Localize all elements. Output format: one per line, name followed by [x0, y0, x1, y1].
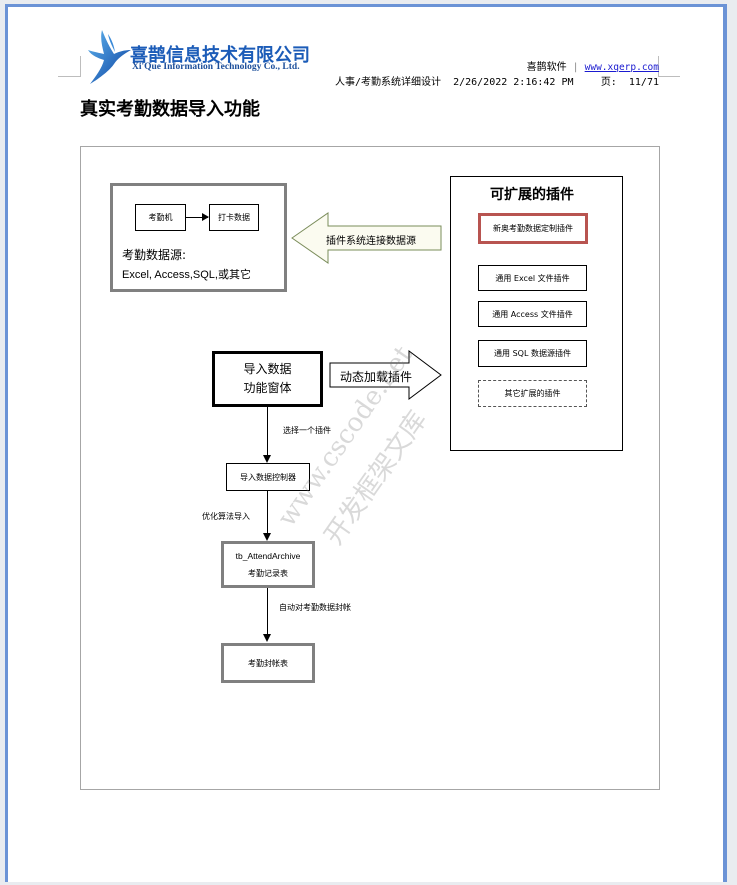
- step1-label: 选择一个插件: [283, 426, 331, 435]
- diagram-frame: [80, 146, 660, 790]
- brand-name: 喜鹊软件: [526, 62, 567, 73]
- import-form-line2: 功能窗体: [243, 381, 292, 395]
- connect-arrow: [291, 212, 442, 264]
- import-form-box: 导入数据 功能窗体: [212, 351, 323, 407]
- page-number: 11/71: [628, 77, 659, 88]
- left-block-arrow-icon: [291, 212, 442, 264]
- page-indicator: 页: 11/71: [601, 73, 659, 88]
- header-brand-line: 喜鹊软件 | www.xqerp.com: [527, 58, 659, 73]
- plugin-item-custom: 新奥考勤数据定制插件: [478, 213, 588, 244]
- load-plugin-arrow: [329, 350, 442, 400]
- archive-table-cn: 考勤记录表: [248, 568, 288, 578]
- attendance-device-box: 考勤机: [135, 204, 186, 231]
- section-title: 真实考勤数据导入功能: [80, 99, 260, 120]
- company-logo: [84, 28, 132, 86]
- arrowhead-down-icon: [263, 455, 271, 463]
- timestamp: 2/26/2022 2:16:42 PM: [453, 77, 574, 88]
- archive-table-name: tb_AttendArchive: [235, 550, 301, 561]
- crop-mark: [658, 56, 659, 77]
- plugin-item-access: 通用 Access 文件插件: [478, 301, 587, 327]
- page-label: 页:: [600, 77, 617, 88]
- plugin-item-sql: 通用 SQL 数据源插件: [478, 340, 587, 367]
- source-types: Excel, Access,SQL,或其它: [122, 269, 251, 281]
- company-name-cn: 喜鹊信息技术有限公司: [130, 45, 310, 66]
- arrowhead-down-icon: [263, 533, 271, 541]
- punch-data-box: 打卡数据: [209, 204, 259, 231]
- doc-title: 人事/考勤系统详细设计: [335, 77, 442, 88]
- arrowhead-right-icon: [202, 213, 209, 221]
- archive-table-box: tb_AttendArchive 考勤记录表: [221, 541, 315, 588]
- magpie-logo-icon: [88, 30, 131, 84]
- import-form-line1: 导入数据: [243, 362, 292, 376]
- import-controller-box: 导入数据控制器: [226, 463, 310, 491]
- device-to-punch-arrow: [186, 217, 208, 218]
- company-name-en: Xi'Que Information Technology Co., Ltd.: [132, 62, 300, 72]
- flow-line-1: [267, 407, 268, 461]
- header-doc-info: 人事/考勤系统详细设计 2/26/2022 2:16:42 PM: [335, 73, 574, 88]
- website-link[interactable]: www.xqerp.com: [584, 62, 659, 73]
- crop-mark: [58, 76, 80, 77]
- plugins-panel-title: 可扩展的插件: [490, 187, 574, 203]
- closing-table-box: 考勤封帐表: [221, 643, 315, 683]
- plugin-item-other: 其它扩展的插件: [478, 380, 587, 407]
- data-source-group: [110, 183, 287, 292]
- separator: |: [572, 62, 579, 73]
- arrowhead-down-icon: [263, 634, 271, 642]
- load-arrow-label: 动态加载插件: [340, 370, 413, 384]
- flow-line-3: [267, 588, 268, 639]
- flow-line-2: [267, 491, 268, 539]
- crop-mark: [658, 76, 680, 77]
- step3-label: 自动对考勤数据封帐: [279, 603, 351, 612]
- plugin-item-excel: 通用 Excel 文件插件: [478, 265, 587, 291]
- crop-mark: [80, 56, 81, 77]
- source-label: 考勤数据源:: [122, 248, 187, 262]
- step2-label: 优化算法导入: [202, 512, 250, 521]
- right-block-arrow-icon: [329, 350, 442, 400]
- connect-arrow-label: 插件系统连接数据源: [326, 236, 416, 247]
